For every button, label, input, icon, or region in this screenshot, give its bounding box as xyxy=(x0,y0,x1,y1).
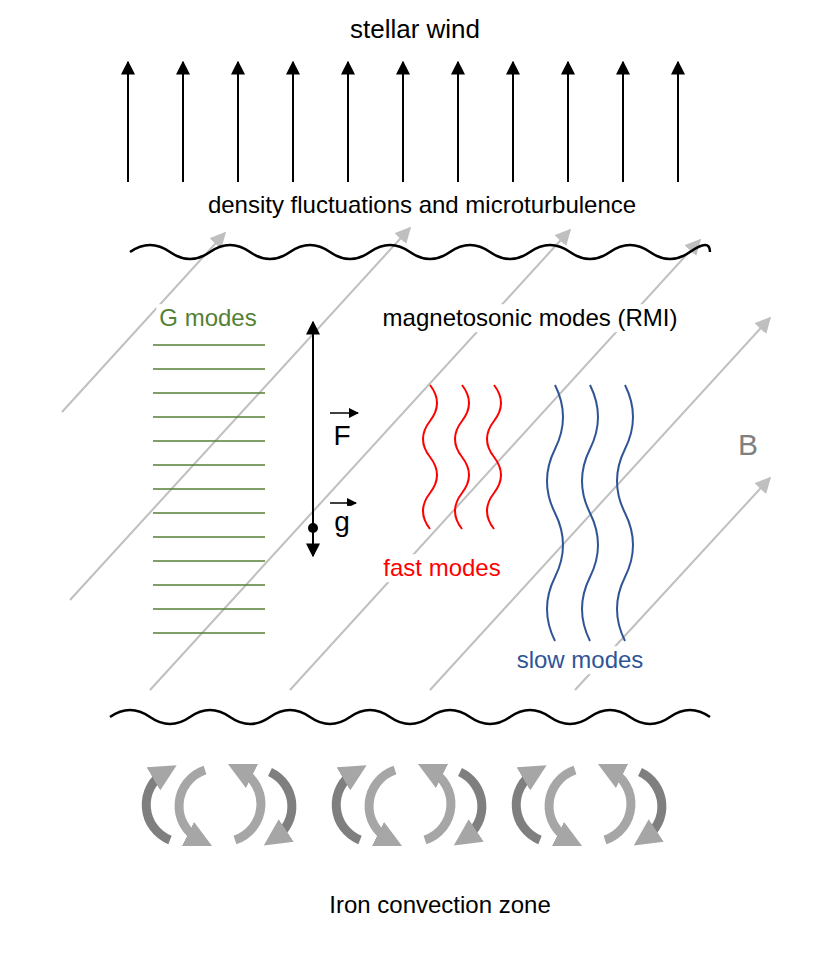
upper-boundary xyxy=(130,245,710,259)
fast-mode-waves xyxy=(423,385,501,529)
vector-label: F xyxy=(330,420,353,452)
mode-label: magnetosonic modes (RMI) xyxy=(380,304,681,332)
mode-label: G modes xyxy=(156,304,259,332)
force-arrows xyxy=(313,322,358,556)
parcel-dot xyxy=(308,523,318,533)
mode-label: slow modes xyxy=(514,646,647,674)
lower-boundary xyxy=(110,710,710,724)
zone-label: Iron convection zone xyxy=(326,891,553,919)
vector-label: g xyxy=(331,506,353,538)
layer-label: density fluctuations and microturbulence xyxy=(205,191,639,219)
slow-mode-waves xyxy=(547,385,633,641)
wind-label: stellar wind xyxy=(347,15,483,45)
g-mode-lines xyxy=(153,345,265,633)
mode-label: fast modes xyxy=(380,554,503,582)
field-lines xyxy=(62,228,770,690)
wind-arrows xyxy=(128,62,678,182)
convection-arrows xyxy=(179,770,631,840)
field-label: B xyxy=(735,428,761,463)
convection-arrows-dark xyxy=(146,772,662,840)
